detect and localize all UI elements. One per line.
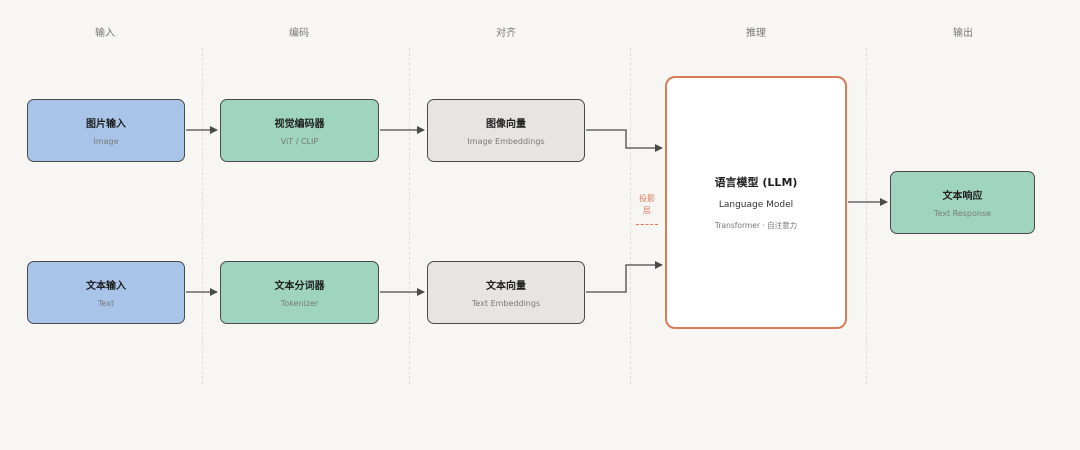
node-title: 图片输入: [86, 119, 126, 130]
llm-title: 语言模型 (LLM): [714, 176, 798, 189]
node-title: 文本输入: [86, 281, 126, 292]
column-divider: [409, 48, 410, 384]
stage-label-output: 输出: [953, 28, 973, 39]
text-embeddings-node: 文本向量 Text Embeddings: [427, 261, 585, 324]
node-title: 视觉编码器: [274, 119, 325, 130]
projection-layer-line1: 投影: [639, 194, 655, 203]
tokenizer-node: 文本分词器 Tokenizer: [220, 261, 379, 324]
stage-label-reason: 推理: [746, 28, 766, 39]
node-subtitle: Text Response: [933, 209, 992, 218]
column-divider: [630, 48, 631, 384]
node-subtitle: Text Embeddings: [471, 299, 541, 308]
node-title: 图像向量: [486, 119, 526, 130]
stage-label-input: 输入: [95, 28, 115, 39]
vision-encoder-node: 视觉编码器 ViT / CLIP: [220, 99, 379, 162]
image-input-node: 图片输入 Image: [27, 99, 185, 162]
text-response-node: 文本响应 Text Response: [890, 171, 1035, 234]
image-embeddings-node: 图像向量 Image Embeddings: [427, 99, 585, 162]
node-subtitle: Text: [97, 299, 115, 308]
node-title: 文本响应: [942, 191, 983, 202]
node-subtitle: Tokenizer: [280, 299, 319, 308]
stage-label-encode: 编码: [289, 28, 309, 39]
column-divider: [866, 48, 867, 384]
node-title: 文本分词器: [274, 281, 325, 292]
llm-node: 语言模型 (LLM) Language Model Transformer · …: [665, 76, 847, 329]
projection-layer-label: 投影 层: [632, 193, 662, 217]
column-divider: [202, 48, 203, 384]
node-subtitle: Image Embeddings: [467, 137, 545, 146]
projection-layer-line2: 层: [643, 206, 651, 215]
projection-layer-dash: [636, 224, 658, 225]
arrow-text-vector-to-llm: [586, 261, 663, 293]
stage-label-align: 对齐: [496, 28, 516, 39]
node-subtitle: ViT / CLIP: [280, 137, 319, 146]
arrow-image-vector-to-llm: [586, 129, 663, 152]
llm-detail: Transformer · 自注意力: [714, 221, 798, 230]
text-input-node: 文本输入 Text: [27, 261, 185, 324]
llm-subtitle: Language Model: [718, 200, 794, 210]
node-title: 文本向量: [486, 281, 526, 292]
node-subtitle: Image: [93, 137, 119, 146]
